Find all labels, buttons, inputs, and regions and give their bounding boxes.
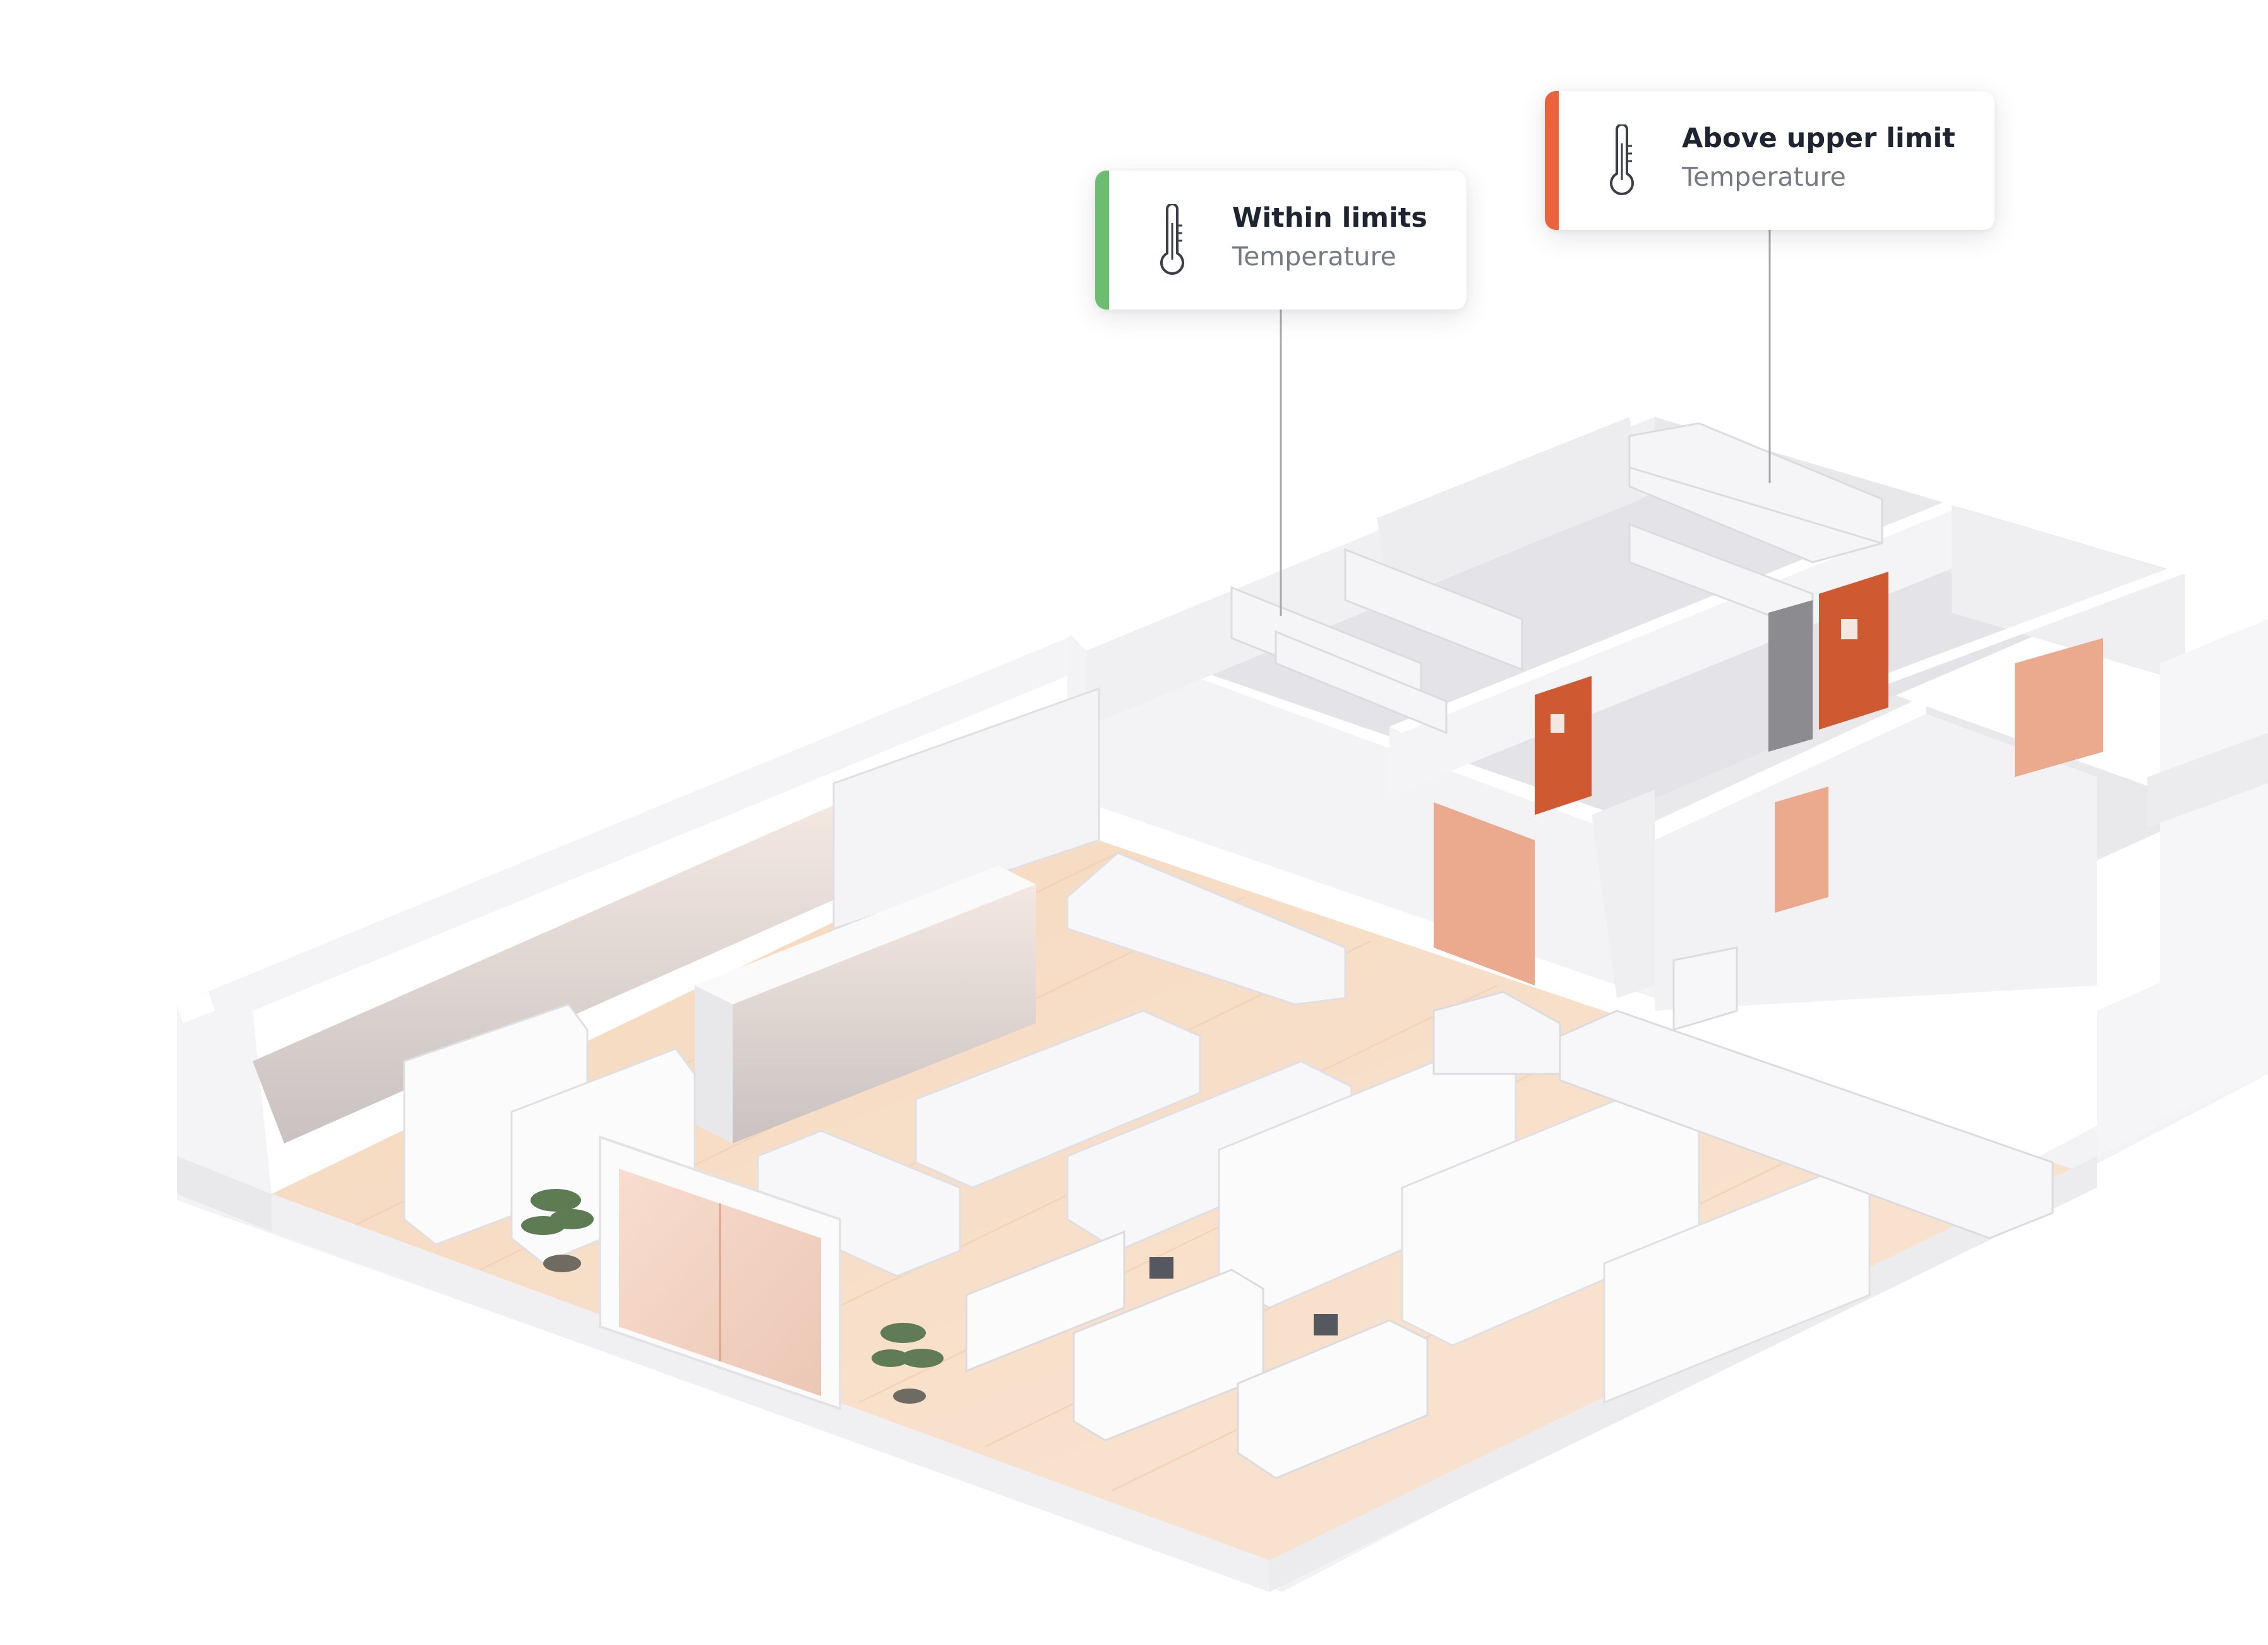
backroom-doors — [1434, 572, 2103, 985]
deli-counter — [1432, 946, 2054, 1239]
wall-left — [177, 638, 1067, 1232]
sensor-connectors — [1280, 230, 1771, 616]
wall-coolers — [253, 687, 1100, 1143]
card-title: Above upper limit — [1682, 123, 1955, 154]
backroom-shelving — [1230, 422, 1883, 735]
sensor-card-within-limits[interactable]: Within limits Temperature — [1095, 171, 1467, 310]
backroom-walls — [1067, 392, 2268, 1118]
thermometer-icon — [1610, 124, 1634, 195]
thermometer-icon — [1160, 204, 1184, 275]
store-entrance — [599, 1135, 841, 1411]
card-subtitle: Temperature — [1682, 162, 1846, 192]
freezer-islands — [757, 852, 1353, 1277]
sensor-card-above-upper-limit[interactable]: Above upper limit Temperature — [1545, 91, 1995, 230]
status-accent-orange — [1545, 91, 1559, 230]
card-subtitle: Temperature — [1232, 241, 1396, 272]
central-cooler — [695, 865, 1036, 1143]
status-accent-green — [1095, 171, 1109, 310]
checkout-counters — [965, 1230, 1429, 1479]
potted-plants — [521, 1189, 944, 1404]
card-title: Within limits — [1232, 202, 1427, 234]
checkout-monitors — [1149, 1257, 1338, 1335]
